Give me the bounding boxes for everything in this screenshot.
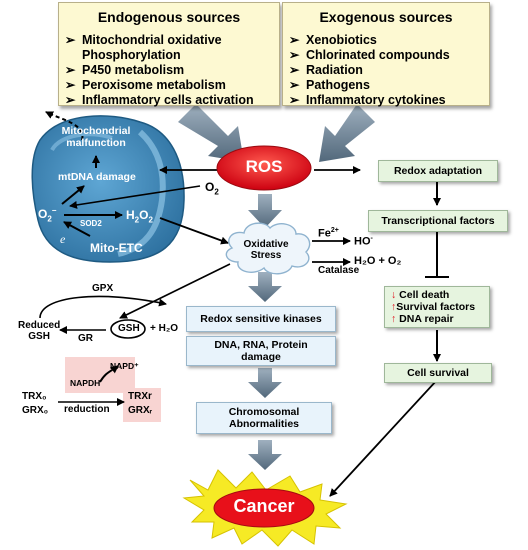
exogenous-sources-box: Exogenous sources ➢Xenobiotics ➢Chlorina… bbox=[282, 2, 490, 108]
mtdna-damage-label: mtDNA damage bbox=[58, 171, 136, 183]
inhibit-line bbox=[425, 230, 449, 278]
h2o2-to-stress-arrow bbox=[159, 217, 229, 245]
redox-adaptation-box: Redox adaptation bbox=[378, 160, 498, 182]
gr-label: GR bbox=[78, 333, 93, 344]
trx0-label: TRX₀ bbox=[22, 391, 47, 402]
o2-superoxide-label: O2− bbox=[38, 206, 57, 224]
malfunction-to-endogenous-dashed-arrow bbox=[45, 111, 84, 141]
endogenous-list: ➢Mitochondrial oxidative Phosphorylation… bbox=[59, 33, 279, 108]
transcriptional-factors-box: Transcriptional factors bbox=[368, 210, 508, 232]
plus-h2o-label: + H₂O bbox=[150, 323, 179, 334]
endogenous-sources-box: Endogenous sources ➢Mitochondrial oxidat… bbox=[58, 2, 280, 108]
dna-repair-row: ↑ DNA repair bbox=[391, 313, 454, 325]
napdh-pink-box bbox=[65, 357, 135, 393]
napdh-label: NAPDH bbox=[70, 378, 101, 388]
endogenous-item: ➢Peroxisome metabolism bbox=[65, 78, 226, 92]
o2minus-to-mtdna-arrow bbox=[61, 185, 85, 205]
stress-to-kinases-arrow bbox=[248, 272, 282, 302]
exogenous-item: ➢Pathogens bbox=[289, 78, 370, 92]
stress-to-gsh-arrow bbox=[119, 263, 231, 319]
trx-pink-box bbox=[123, 388, 161, 422]
electron-label: e bbox=[60, 232, 66, 246]
gpx-label: GPX bbox=[92, 283, 114, 294]
trxr-label: TRXr bbox=[128, 391, 152, 402]
survival-to-cancer-arrow bbox=[329, 379, 438, 497]
gpx-curved-arrow bbox=[39, 295, 167, 319]
cancer-label: Cancer bbox=[233, 496, 295, 516]
exogenous-item: ➢Xenobiotics bbox=[289, 33, 377, 47]
sod2-label: SOD2 bbox=[80, 219, 102, 228]
ros-to-stress-arrow bbox=[248, 194, 282, 228]
exogenous-title: Exogenous sources bbox=[319, 9, 453, 25]
chromosomal-to-cancer-arrow bbox=[248, 440, 282, 470]
grx0-label: GRX₀ bbox=[22, 405, 49, 416]
napdh-curved-arrow bbox=[99, 365, 119, 383]
exogenous-item: ➢Inflammatory cytokines bbox=[289, 93, 446, 107]
napd-plus-label: NAPD⁺ bbox=[110, 361, 139, 371]
o2-to-o2minus-arrow bbox=[69, 185, 201, 209]
cancer-ellipse bbox=[213, 488, 315, 528]
exogenous-item: ➢Chlorinated compounds bbox=[289, 48, 450, 62]
gsh-ellipse bbox=[110, 319, 146, 339]
hydroxyl-label: HO- bbox=[354, 235, 373, 248]
endogenous-item: ➢Mitochondrial oxidative Phosphorylation bbox=[65, 33, 222, 62]
oxidative-stress-cloud bbox=[225, 222, 311, 275]
etc-to-o2minus-arrow bbox=[63, 221, 91, 237]
exogenous-item: ➢Radiation bbox=[289, 63, 363, 77]
survival-factors-row: ↑Survival factors bbox=[391, 301, 476, 313]
h2o2-mito-label: H2O2 bbox=[126, 208, 153, 225]
outcomes-box: ↓ Cell death ↑Survival factors ↑ DNA rep… bbox=[384, 286, 490, 328]
fe-label: Fe2+ bbox=[318, 227, 339, 240]
endogenous-title: Endogenous sources bbox=[97, 9, 241, 25]
exogenous-list: ➢Xenobiotics ➢Chlorinated compounds ➢Rad… bbox=[283, 33, 489, 108]
reduction-label: reduction bbox=[64, 404, 110, 415]
damage-to-chromosomal-arrow bbox=[248, 368, 282, 398]
grxr-label: GRXᵣ bbox=[128, 405, 153, 416]
mito-etc-label: Mito-ETC bbox=[90, 241, 143, 255]
endogenous-item: ➢Inflammatory cells activation bbox=[65, 93, 254, 107]
ros-ellipse bbox=[216, 145, 312, 191]
exogenous-to-ros-arrow bbox=[319, 104, 375, 162]
endogenous-to-ros-arrow bbox=[178, 104, 244, 162]
catalase-label: Catalase bbox=[318, 265, 360, 276]
o2-label: O2 bbox=[205, 180, 219, 197]
ros-label: ROS bbox=[245, 157, 283, 176]
cell-survival-box: Cell survival bbox=[384, 363, 492, 383]
gsh-label: GSH bbox=[118, 323, 140, 334]
cell-death-row: ↓ Cell death bbox=[391, 289, 450, 301]
endogenous-item: ➢P450 metabolism bbox=[65, 63, 185, 77]
redox-kinases-box: Redox sensitive kinases bbox=[186, 306, 336, 332]
h2o-o2-label: H₂O + O₂ bbox=[354, 255, 402, 267]
